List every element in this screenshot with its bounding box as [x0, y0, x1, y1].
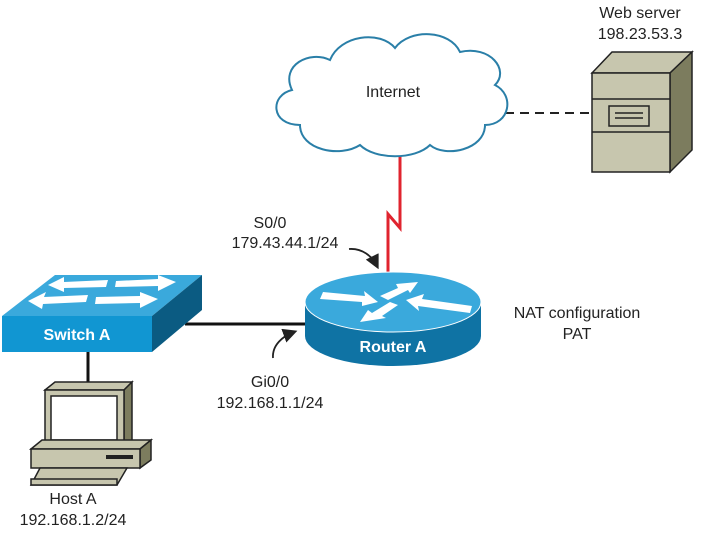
- host-ip: 192.168.1.2/24: [20, 512, 127, 529]
- internet-cloud: Internet: [275, 33, 509, 158]
- host-computer-icon: [28, 380, 154, 486]
- serial-link: [386, 154, 402, 272]
- nat-configuration-label: NAT configuration: [514, 305, 641, 322]
- router-name: Router A: [360, 339, 427, 356]
- web-server-icon: [590, 50, 694, 174]
- internet-label: Internet: [366, 84, 421, 101]
- serial-interface-ip: 179.43.44.1/24: [232, 235, 339, 252]
- gig-interface-name: Gi0/0: [251, 374, 289, 391]
- switch-icon: Switch A: [2, 275, 202, 352]
- serial-pointer-arrow: [348, 248, 379, 270]
- switch-name: Switch A: [44, 327, 111, 344]
- gig-pointer-arrow: [272, 328, 298, 359]
- web-server-ip: 198.23.53.3: [598, 26, 683, 43]
- nat-type-label: PAT: [563, 326, 592, 343]
- host-name: Host A: [49, 491, 96, 508]
- web-server-name: Web server: [599, 5, 681, 22]
- gig-interface-ip: 192.168.1.1/24: [217, 395, 324, 412]
- serial-interface-name: S0/0: [254, 215, 287, 232]
- router-icon: Router A: [304, 271, 482, 366]
